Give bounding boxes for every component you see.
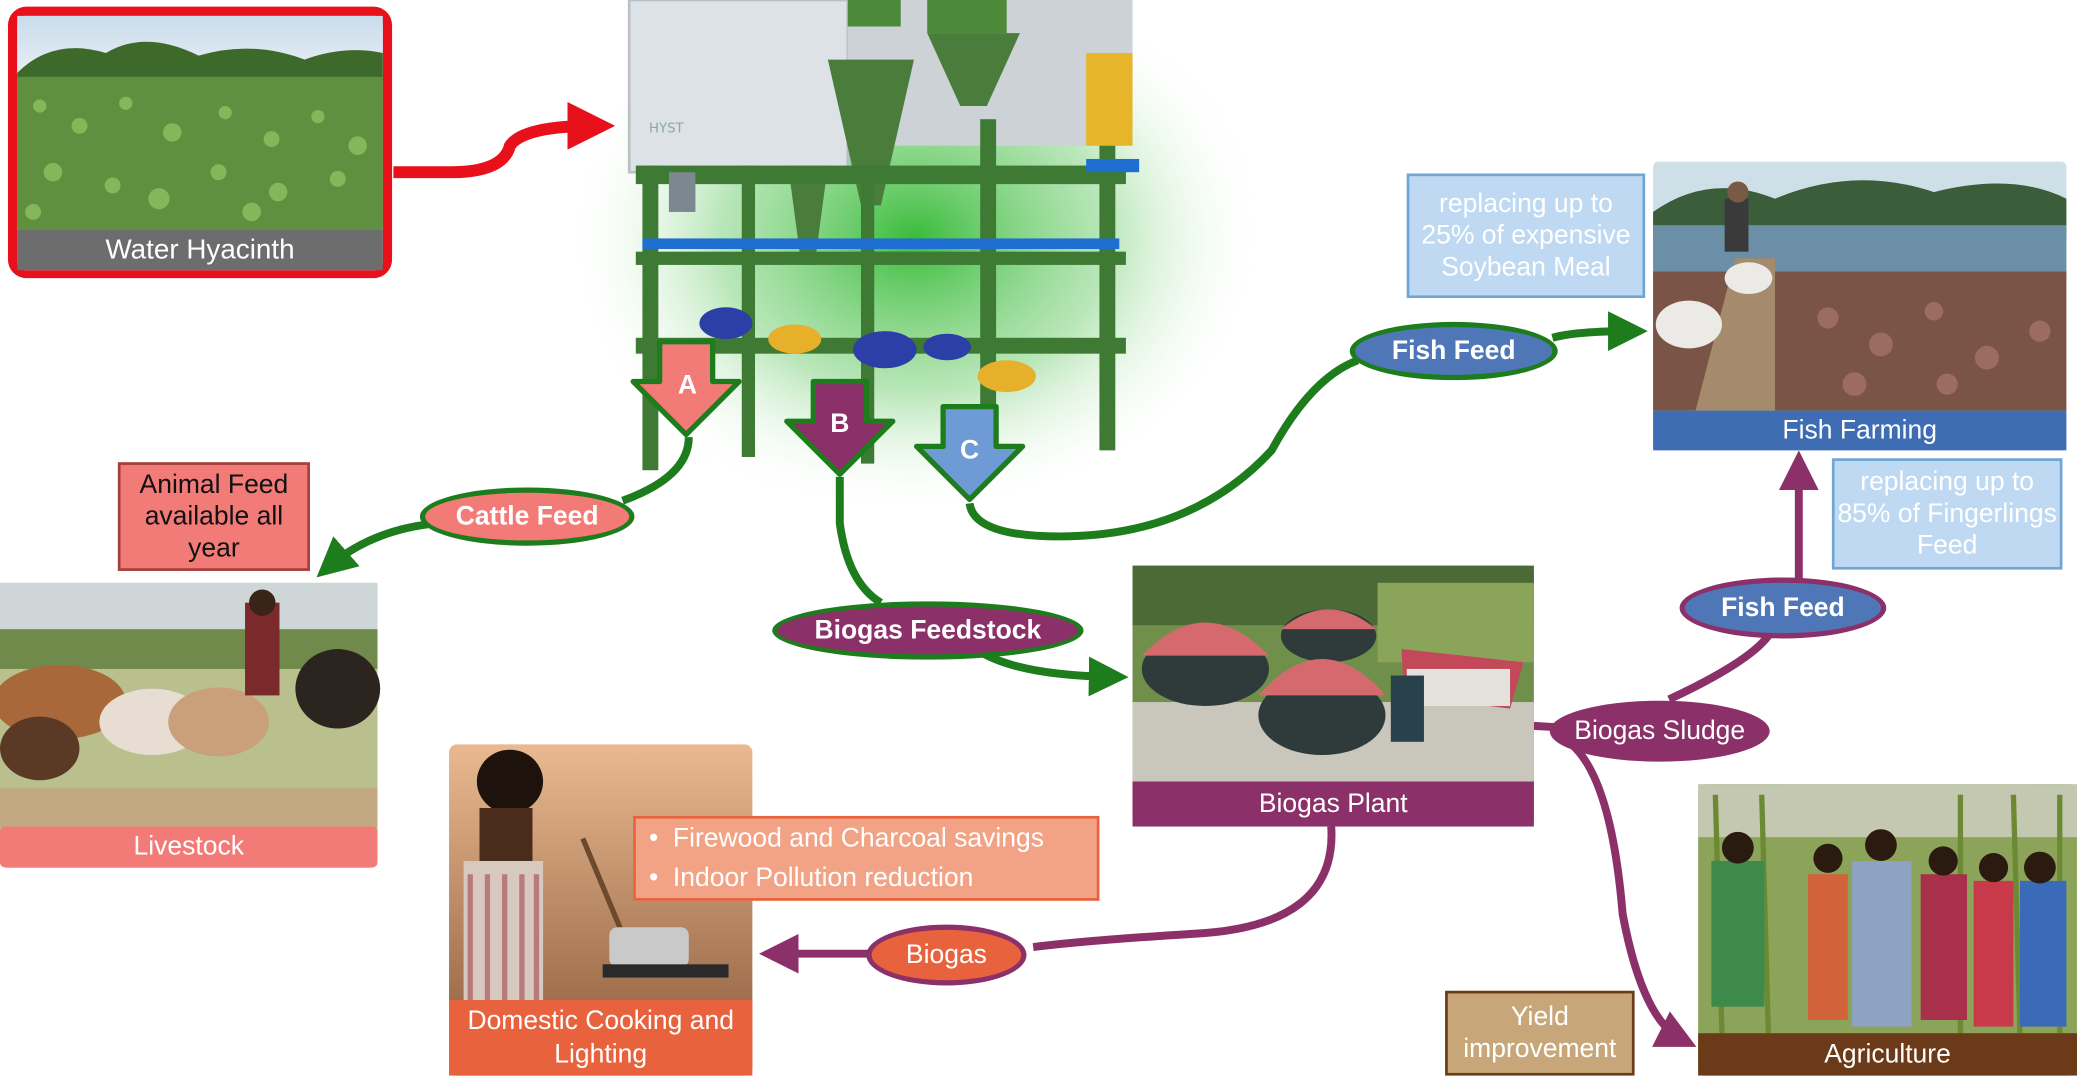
biogas-oval: Biogas bbox=[866, 924, 1027, 986]
biogas-plant-photo bbox=[1132, 565, 1534, 827]
fish-feed-oval-right: Fish Feed bbox=[1679, 577, 1887, 639]
water-hyacinth-photo bbox=[7, 6, 393, 279]
sludge-to-fish-feed-connector bbox=[1667, 633, 1772, 703]
a-to-cattle-feed-connector bbox=[621, 436, 693, 505]
machine-brand: HYST bbox=[649, 121, 684, 136]
output-c-label: C bbox=[960, 435, 980, 465]
cattle-feed-to-livestock-arrow bbox=[316, 519, 438, 578]
benefits-note: Firewood and Charcoal savings Indoor Pol… bbox=[633, 815, 1100, 901]
soybean-note: replacing up to 25% of expensive Soybean… bbox=[1406, 173, 1646, 299]
benefit-item: Firewood and Charcoal savings bbox=[649, 819, 1044, 859]
sludge-to-agriculture-arrow bbox=[1554, 731, 1697, 1047]
output-arrow-c bbox=[913, 404, 1026, 503]
fish-farming-caption: Fish Farming bbox=[1782, 415, 1938, 445]
fish-feed-oval-top: Fish Feed bbox=[1349, 321, 1558, 381]
livestock-caption: Livestock bbox=[133, 831, 244, 861]
fingerlings-note: replacing up to 85% of Fingerlings Feed bbox=[1831, 458, 2063, 570]
fish-farming-photo bbox=[1653, 161, 2067, 451]
output-b-label: B bbox=[830, 409, 850, 439]
output-arrow-a bbox=[630, 339, 742, 438]
benefit-item: Indoor Pollution reduction bbox=[649, 858, 1044, 898]
animal-feed-note: Animal Feed available all year bbox=[117, 462, 310, 571]
agriculture-photo bbox=[1698, 784, 2077, 1076]
water-hyacinth-caption: Water Hyacinth bbox=[105, 233, 295, 265]
b-to-feedstock-connector bbox=[835, 476, 884, 607]
biogas-feedstock-oval: Biogas Feedstock bbox=[772, 601, 1084, 660]
benefits-list: Firewood and Charcoal savings Indoor Pol… bbox=[636, 819, 1044, 898]
livestock-photo bbox=[0, 582, 381, 868]
domestic-cooking-caption: Domestic Cooking and Lighting bbox=[467, 1006, 734, 1069]
plant-to-biogas-connector bbox=[1032, 826, 1336, 952]
yield-note: Yield improvement bbox=[1445, 990, 1635, 1076]
biogas-plant-caption: Biogas Plant bbox=[1258, 788, 1408, 818]
agriculture-caption: Agriculture bbox=[1824, 1039, 1951, 1069]
fish-feed-to-farm-arrow bbox=[1551, 311, 1648, 352]
c-to-fish-feed-connector bbox=[965, 356, 1360, 541]
output-arrow-b bbox=[784, 378, 896, 477]
processing-machine: HYST bbox=[627, 0, 1140, 471]
cattle-feed-oval: Cattle Feed bbox=[419, 487, 635, 546]
biogas-sludge-oval: Biogas Sludge bbox=[1549, 700, 1770, 762]
output-a-label: A bbox=[677, 370, 698, 401]
hyacinth-to-machine-arrow bbox=[393, 101, 616, 179]
